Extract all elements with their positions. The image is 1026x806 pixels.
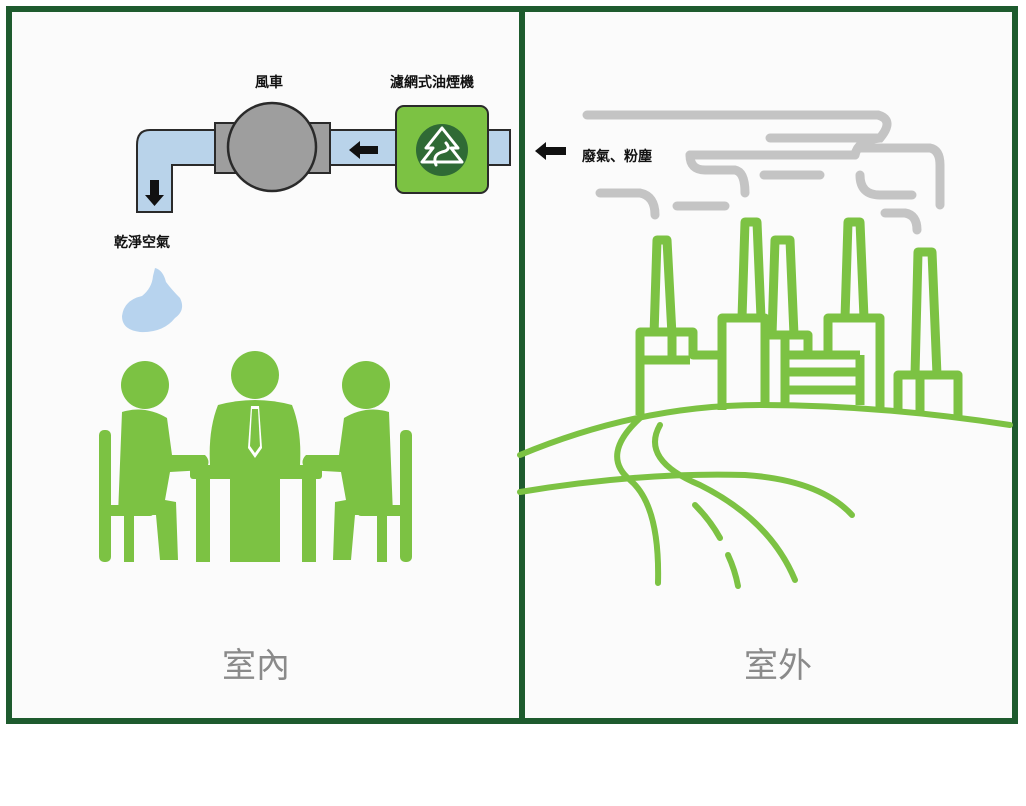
outdoor-caption: 室外 bbox=[744, 646, 812, 686]
smoke-trails bbox=[582, 110, 945, 235]
filter-label: 濾網式油煙機 bbox=[390, 75, 474, 91]
meeting-people bbox=[99, 351, 412, 562]
landscape bbox=[517, 401, 1013, 589]
panel-divider bbox=[519, 12, 525, 718]
clean-air-label: 乾淨空氣 bbox=[114, 235, 170, 251]
diagram-frame bbox=[6, 6, 1018, 724]
exhaust-label: 廢氣、粉塵 bbox=[582, 149, 652, 165]
arrow-left-icon bbox=[535, 142, 566, 160]
filter-tree-icon bbox=[416, 124, 468, 176]
indoor-caption: 室內 bbox=[222, 646, 290, 686]
clean-air-drop bbox=[122, 268, 183, 333]
fan bbox=[214, 101, 331, 193]
filter-unit bbox=[395, 105, 489, 194]
fan-label: 風車 bbox=[255, 75, 283, 91]
arrow-down-icon bbox=[145, 180, 164, 206]
factory bbox=[635, 217, 963, 418]
arrow-left-icon bbox=[349, 141, 378, 159]
